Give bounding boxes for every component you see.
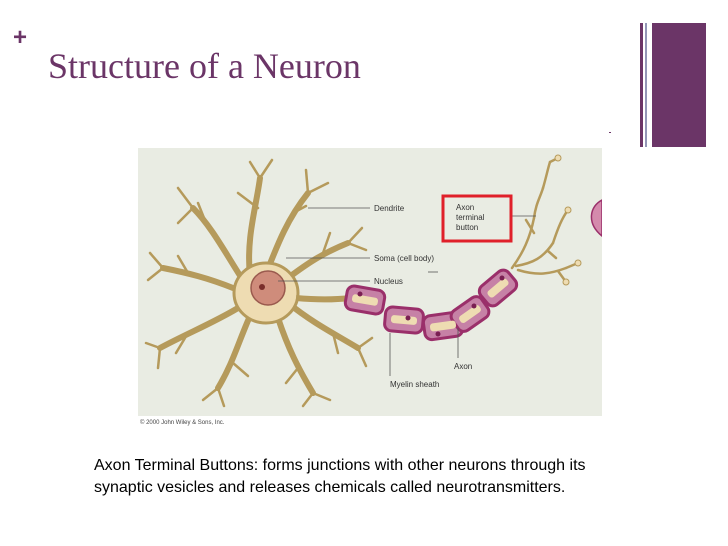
slide-title: Structure of a Neuron [48, 46, 361, 86]
caption: Axon Terminal Buttons: forms junctions w… [94, 455, 694, 499]
label-axon-terminal-line3: button [456, 223, 478, 232]
label-axon-terminal-line2: terminal [456, 213, 485, 222]
caption-line-2: synaptic vesicles and releases chemicals… [94, 479, 565, 496]
label-nucleus: Nucleus [374, 277, 403, 286]
neuron-diagram: Dendrite Soma (cell body) Nucleus Axon t… [138, 148, 602, 416]
label-axon: Axon [454, 362, 472, 371]
decor-bar-wide [652, 23, 706, 147]
label-dendrite: Dendrite [374, 204, 405, 213]
caption-line-1: Axon Terminal Buttons: forms junctions w… [94, 457, 586, 474]
nucleus [251, 271, 285, 305]
label-axon-terminal-line1: Axon [456, 203, 474, 212]
decor-dot [609, 132, 611, 133]
neuron-figure: Dendrite Soma (cell body) Nucleus Axon t… [138, 148, 602, 416]
label-soma: Soma (cell body) [374, 254, 434, 263]
label-myelin-sheath: Myelin sheath [390, 380, 439, 389]
decor-bar-line [645, 23, 647, 147]
plus-icon: + [13, 26, 27, 50]
figure-copyright: © 2000 John Wiley & Sons, Inc. [140, 420, 224, 426]
axon-hillock [296, 298, 350, 300]
nucleolus [259, 284, 265, 290]
decor-bar-thin [640, 23, 643, 147]
